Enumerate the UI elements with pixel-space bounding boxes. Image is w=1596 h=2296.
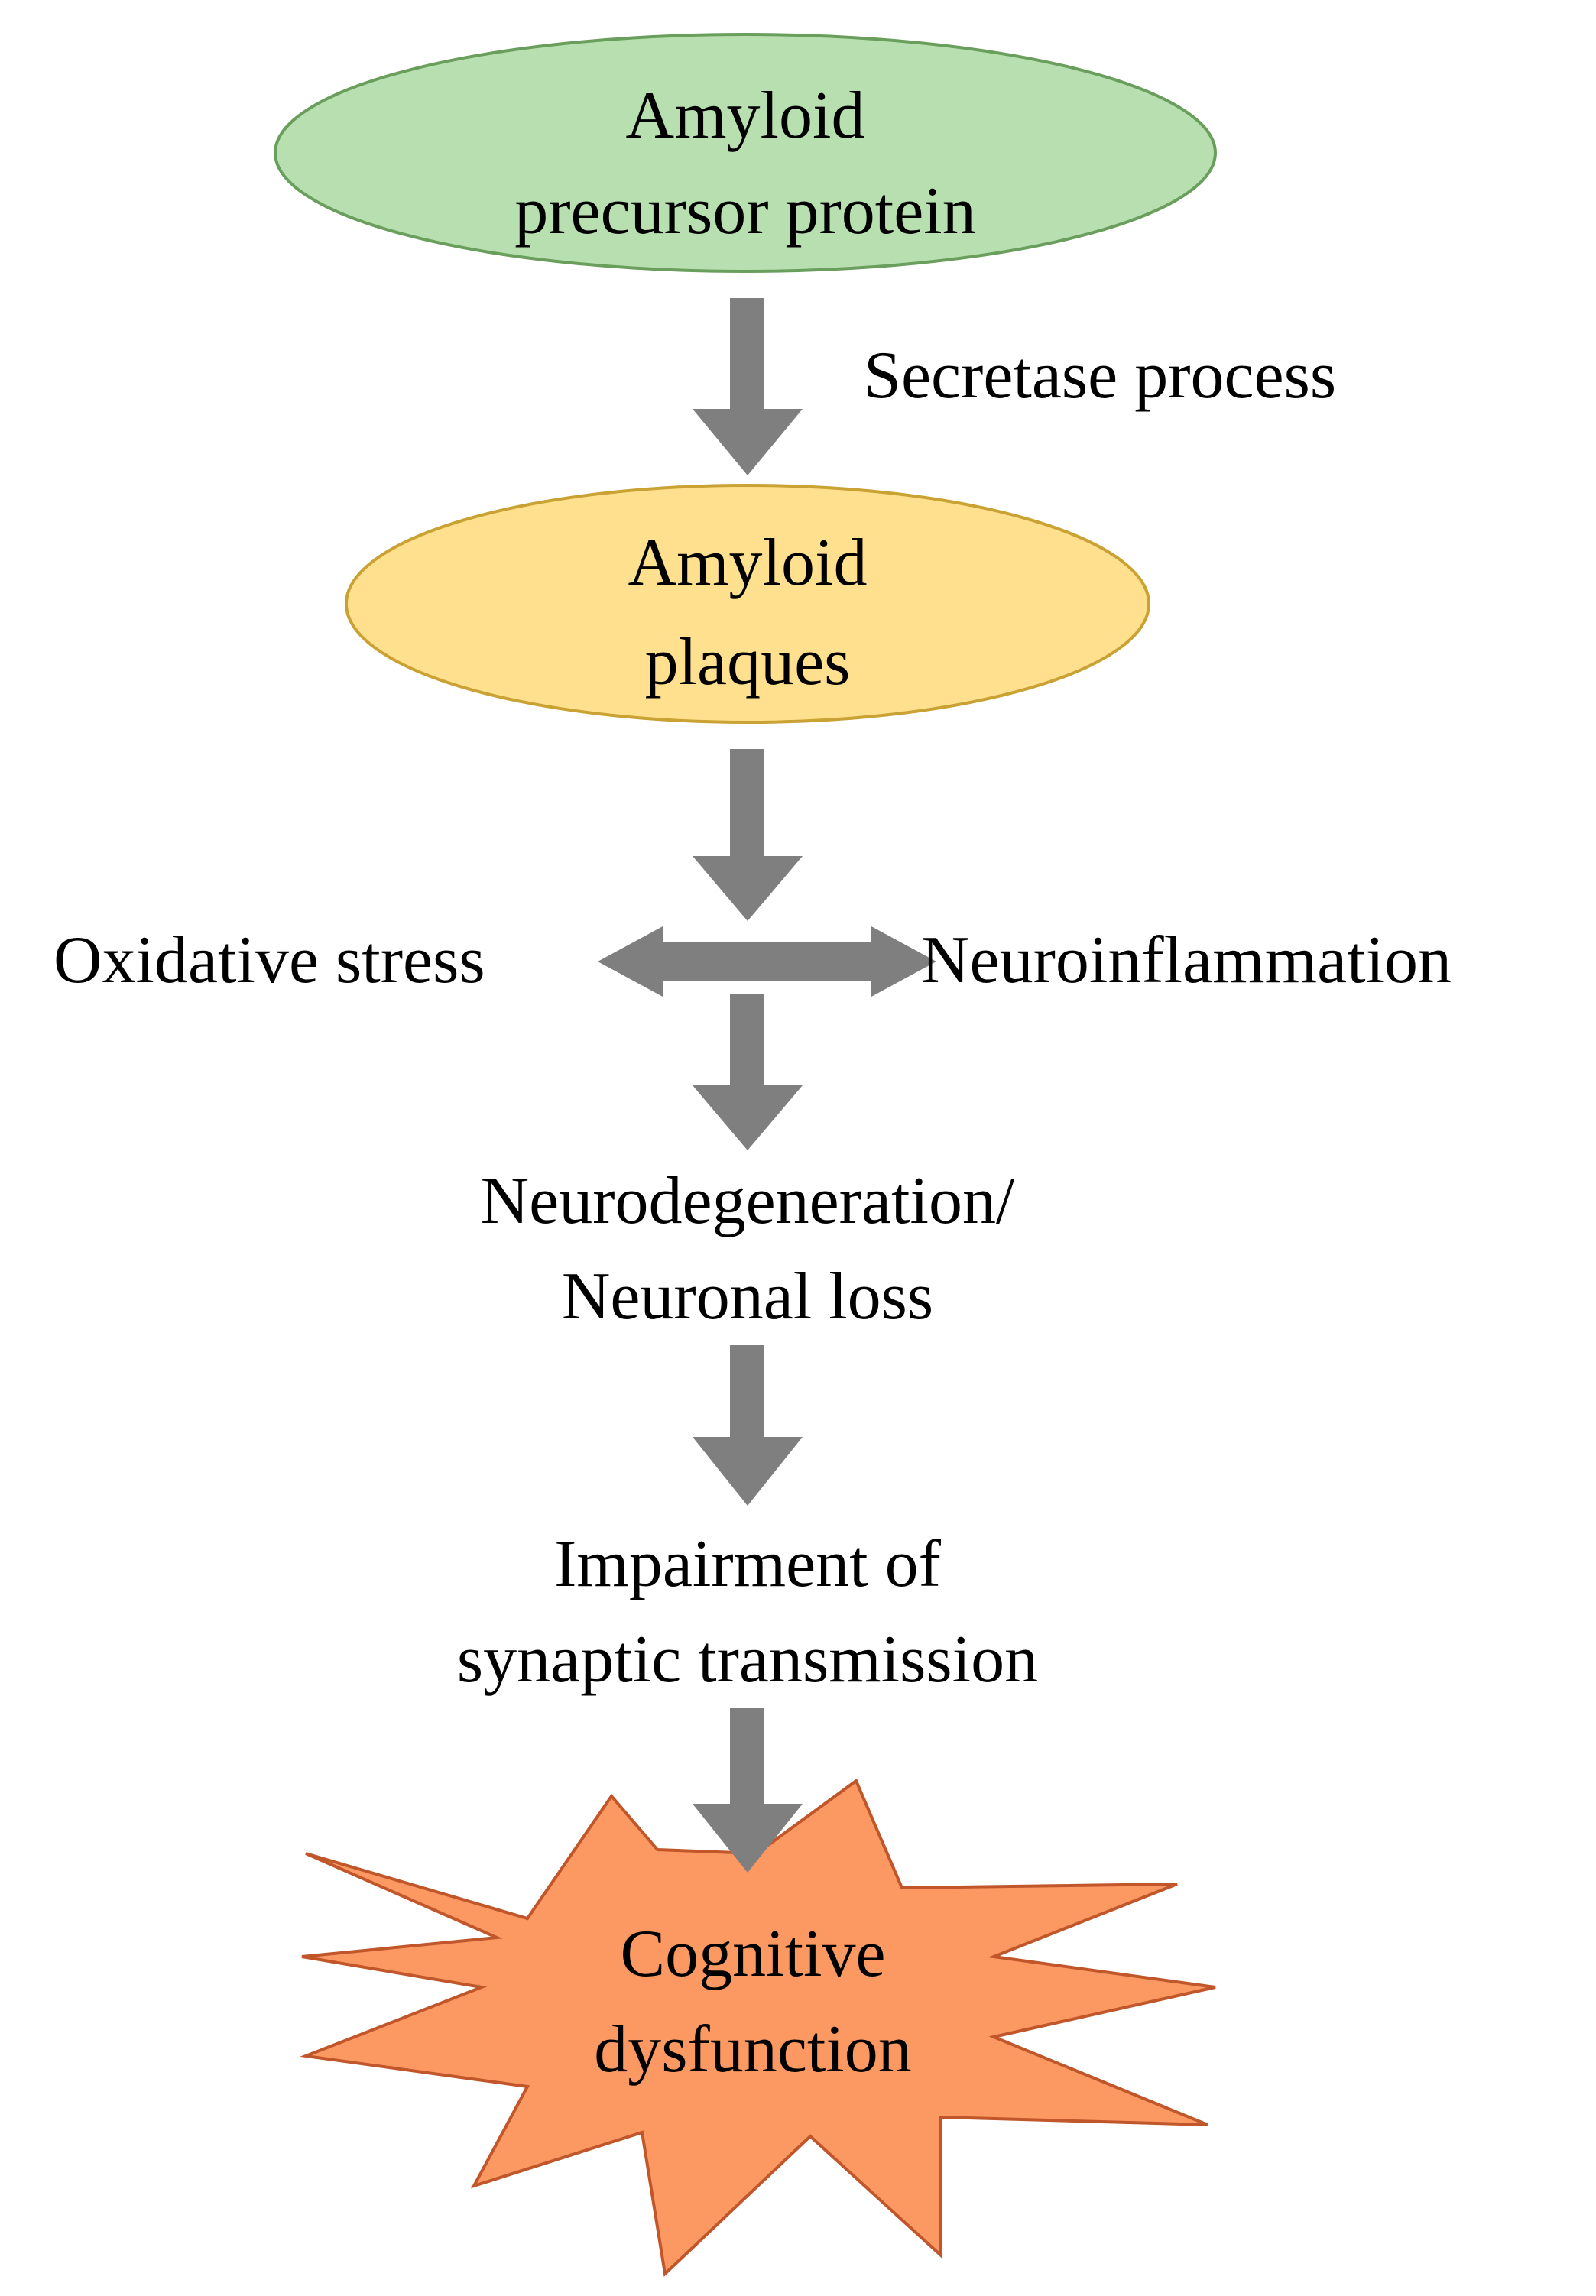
- impairment-label-line2: synaptic transmission: [457, 1623, 1038, 1697]
- plaques-label-line2: plaques: [645, 625, 851, 699]
- neurodegeneration-label-line2: Neuronal loss: [562, 1260, 933, 1334]
- arrow-app-to-plaques: [693, 298, 803, 475]
- app-ellipse: [274, 33, 1217, 273]
- app-label-line1: Amyloid: [626, 79, 865, 153]
- arrow-branch-to-neurodegeneration: [693, 994, 803, 1150]
- node-amyloid-plaques: Amyloid plaques: [345, 484, 1150, 724]
- neuroinflammation-label: Neuroinflammation: [921, 923, 1452, 997]
- app-label-line2: precursor protein: [514, 174, 976, 248]
- cognitive-label-line1: Cognitive: [620, 1917, 885, 1991]
- double-arrow-stress-inflammation: [598, 926, 936, 997]
- oxidative-stress-label: Oxidative stress: [54, 923, 485, 997]
- neurodegeneration-label-line1: Neurodegeneration/: [481, 1164, 1015, 1238]
- node-cognitive-dysfunction: Cognitive dysfunction: [300, 1778, 1216, 2278]
- impairment-label-line1: Impairment of: [554, 1527, 942, 1601]
- node-amyloid-precursor-protein: Amyloid precursor protein: [274, 33, 1217, 273]
- secretase-process-label: Secretase process: [864, 339, 1336, 413]
- node-impairment-synaptic-transmission: Impairment of synaptic transmission: [457, 1527, 1038, 1697]
- arrow-impairment-to-cognitive: [693, 1708, 803, 1873]
- plaques-ellipse: [345, 484, 1150, 724]
- plaques-label-line1: Amyloid: [628, 526, 868, 600]
- arrow-plaques-to-branch: [693, 749, 803, 921]
- node-neurodegeneration: Neurodegeneration/ Neuronal loss: [481, 1164, 1015, 1334]
- cognitive-label-line2: dysfunction: [594, 2012, 912, 2087]
- arrow-neurodegeneration-to-impairment: [693, 1345, 803, 1506]
